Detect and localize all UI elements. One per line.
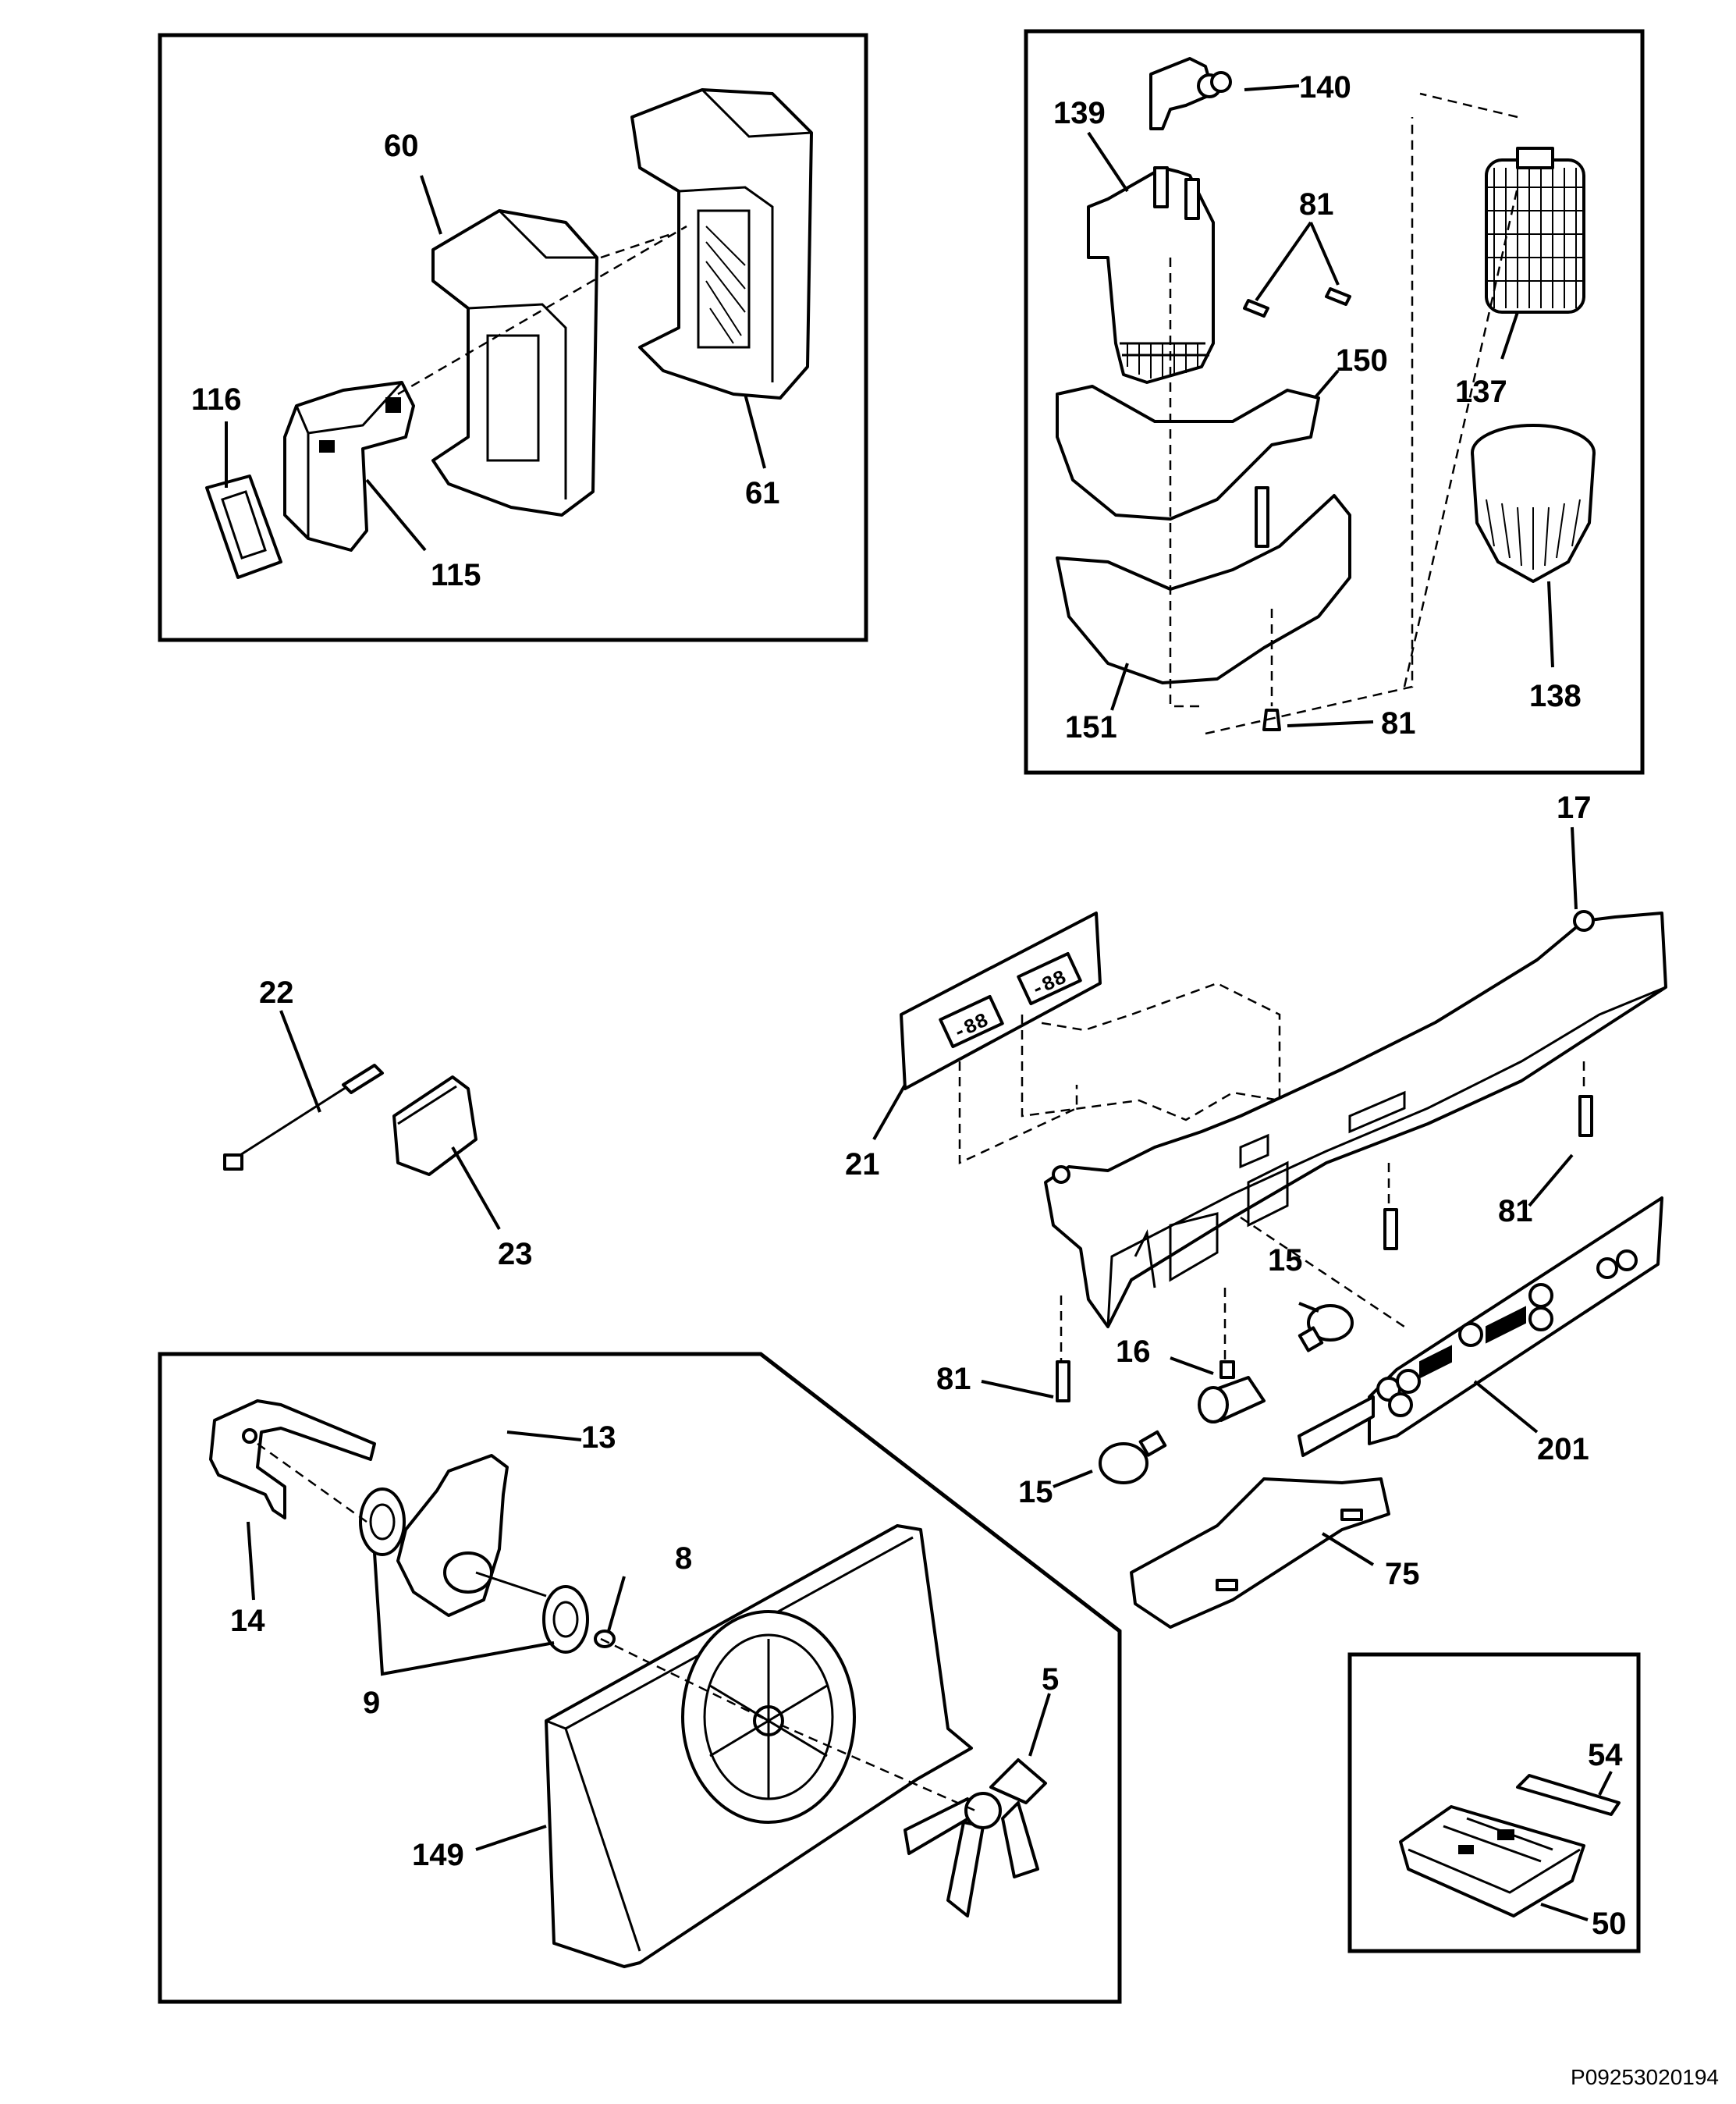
panel-bottom-left-border [158,1352,1122,2004]
part-50-tray [1399,1805,1585,1917]
callout-17: 17 [1557,791,1592,825]
part-9-mount [359,1487,589,1654]
callout-75: 75 [1385,1557,1420,1591]
callout-81-left: 81 [936,1362,971,1396]
part-150-drip-tray [1056,385,1320,521]
panel-top-left-border [158,33,868,642]
part-140-elbow-fitting [1149,57,1232,130]
document-id: P09253020194 [1571,2065,1719,2089]
callout-61: 61 [745,476,780,510]
callout-14: 14 [230,1604,265,1638]
callout-8: 8 [675,1541,692,1576]
part-81-screw-housing [1056,1095,1593,1402]
part-60-cover [431,209,598,517]
part-23-cap [392,1075,477,1176]
callout-23: 23 [498,1237,533,1271]
callout-60: 60 [384,129,419,163]
part-149-fan-shroud [545,1524,973,1968]
callout-50: 50 [1592,1907,1627,1941]
part-8-nut [594,1630,616,1648]
callout-81-housing: 81 [1498,1194,1533,1228]
callout-15-lower: 15 [1018,1475,1053,1509]
panel-bottom-right-border [1347,1652,1641,1953]
part-201-dispenser-panel [1298,1196,1663,1457]
callout-9: 9 [363,1686,380,1720]
callout-139: 139 [1053,96,1106,130]
callout-115: 115 [431,558,481,592]
part-115-switch-housing [283,381,415,552]
part-151-lower-tray [1056,486,1351,684]
part-13-motor [396,1454,547,1617]
callout-13: 13 [581,1420,616,1455]
callout-81-lower: 81 [1381,706,1416,741]
callout-54: 54 [1588,1738,1623,1772]
part-14-bracket [209,1399,376,1519]
callout-116: 116 [191,382,242,417]
part-22-switch-actuator [223,1064,384,1171]
callout-137: 137 [1455,375,1507,409]
callout-149: 149 [412,1838,464,1872]
callout-5: 5 [1042,1662,1059,1697]
part-21-control-board: -88 -88 [900,912,1102,1090]
callout-138: 138 [1529,679,1582,713]
part-137-filter-cartridge [1485,147,1585,314]
part-81-screw [1243,287,1351,318]
callout-201: 201 [1537,1432,1589,1466]
callout-15-upper: 15 [1268,1243,1303,1278]
part-138-filter-bowl [1471,424,1596,583]
callout-140: 140 [1299,70,1351,105]
part-75-trim [1130,1477,1390,1629]
callout-22: 22 [259,976,294,1010]
part-54-clip [1516,1774,1621,1816]
callout-150: 150 [1336,343,1388,378]
part-15-bulb [1298,1304,1354,1352]
part-16-lamp-socket [1198,1360,1266,1423]
callout-151: 151 [1065,710,1117,745]
callout-81: 81 [1299,187,1334,222]
part-5-fan-blade [904,1758,1047,1917]
part-15-bulb-lower [1099,1430,1167,1484]
part-81-bottom-screw [1262,709,1281,731]
part-61-cover [630,88,813,400]
callout-16: 16 [1116,1335,1151,1369]
part-116-gasket [205,474,282,579]
part-139-filter-head [1087,166,1215,384]
callout-21: 21 [845,1147,880,1182]
part-17-dispenser-housing [1044,910,1667,1328]
panel-top-right-border [1024,29,1645,775]
